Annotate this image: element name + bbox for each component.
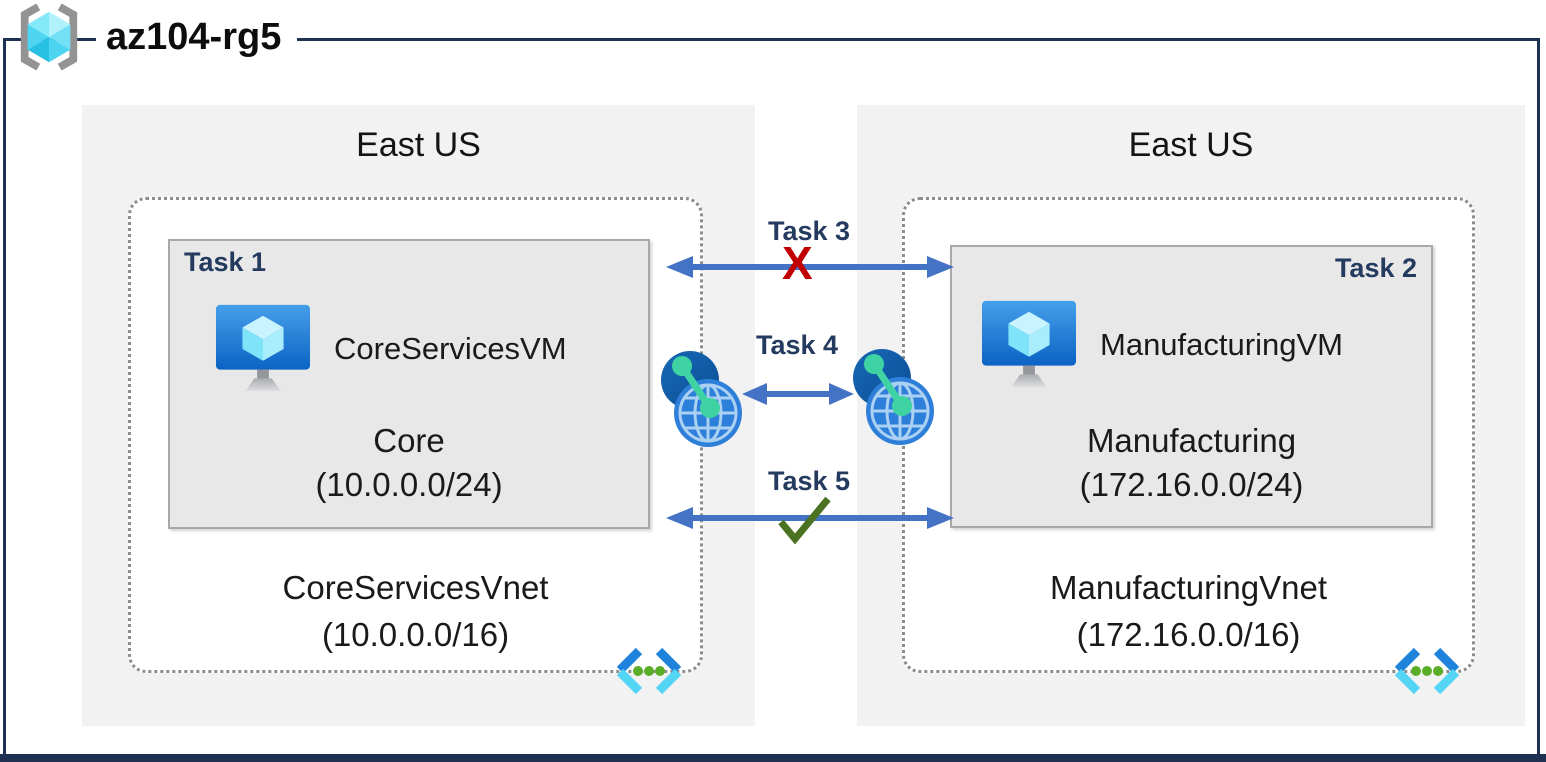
virtual-network-icon <box>616 647 682 695</box>
vnet-cidr: (172.16.0.0/16) <box>1076 615 1301 653</box>
vnet-peering-icon <box>853 349 934 445</box>
red-x-icon: X <box>782 237 813 289</box>
vnet-peering-icon <box>661 351 742 447</box>
vnet-name: ManufacturingVnet <box>1049 569 1327 606</box>
vnet-caption: CoreServicesVnet (10.0.0.0/16) <box>128 565 703 659</box>
subnet-name: Core <box>373 422 445 459</box>
vm-name: CoreServicesVM <box>334 331 567 366</box>
task-3-label: Task 3 <box>767 216 851 246</box>
virtual-machine-icon <box>981 300 1077 388</box>
task-4-arrow <box>742 383 854 405</box>
task-2-label: Task 2 <box>1334 253 1417 283</box>
task-5-label: Task 5 <box>767 466 851 496</box>
subnet-core: Task 1 CoreServicesVM <box>168 239 650 529</box>
green-check-icon <box>778 496 831 544</box>
resource-group-icon <box>20 3 78 71</box>
task-4-label: Task 4 <box>755 330 839 360</box>
subnet-manufacturing: Task 2 ManufacturingVM <box>950 245 1433 528</box>
subnet-cidr: (172.16.0.0/24) <box>1079 466 1304 504</box>
vnet-caption: ManufacturingVnet (172.16.0.0/16) <box>902 565 1475 659</box>
task-1-label: Task 1 <box>184 247 267 277</box>
virtual-network-icon <box>1394 647 1460 695</box>
task-3-arrow <box>666 256 954 278</box>
subnet-name-block: Core (10.0.0.0/24) <box>170 419 648 507</box>
vnet-name: CoreServicesVnet <box>282 569 549 606</box>
bottom-accent-bar <box>0 754 1546 762</box>
vm-name: ManufacturingVM <box>1100 327 1343 362</box>
resource-group-title: az104-rg5 <box>96 4 298 70</box>
region-title: East US <box>356 126 481 164</box>
subnet-name-block: Manufacturing (172.16.0.0/24) <box>952 419 1431 507</box>
resource-group-header: az104-rg5 <box>8 2 298 72</box>
resource-group-border <box>3 38 1540 754</box>
vm-coreservices: CoreServicesVM <box>214 301 567 397</box>
subnet-cidr: (10.0.0.0/24) <box>315 466 503 504</box>
virtual-machine-icon <box>215 304 311 392</box>
region-title: East US <box>1128 126 1254 164</box>
vnet-cidr: (10.0.0.0/16) <box>321 615 510 653</box>
vm-manufacturing: ManufacturingVM <box>980 297 1343 393</box>
subnet-name: Manufacturing <box>1086 422 1297 459</box>
